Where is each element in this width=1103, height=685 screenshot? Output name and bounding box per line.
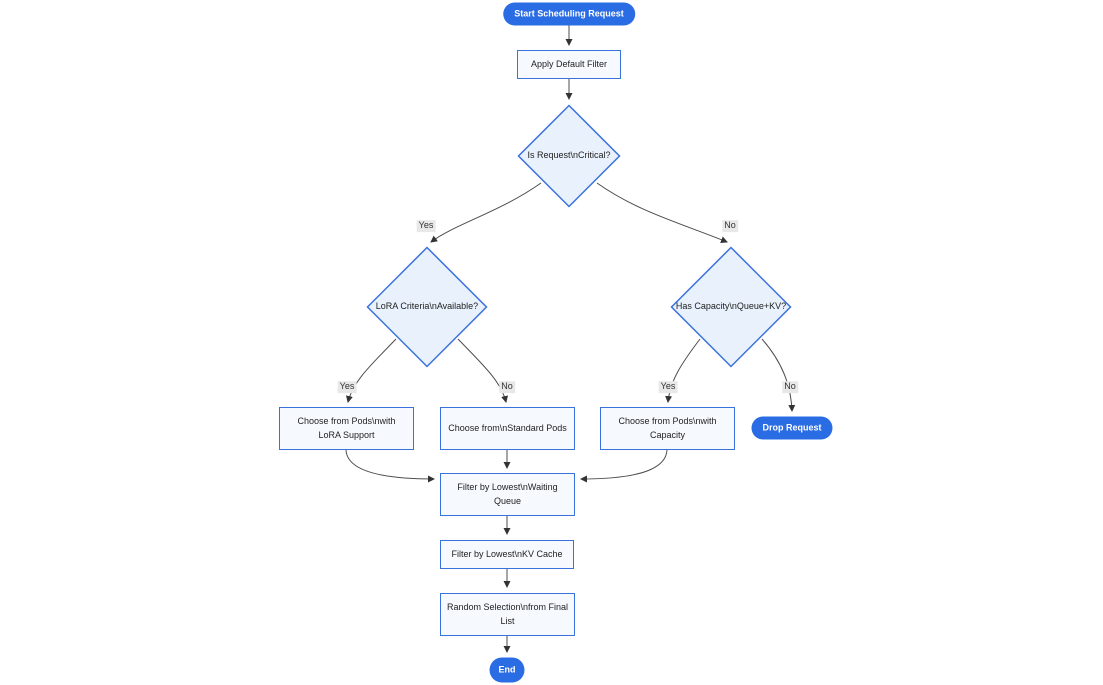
diamond-shape xyxy=(517,104,621,208)
node-is-request-critical: Is Request\nCritical? xyxy=(517,104,621,208)
diamond-shape xyxy=(366,246,488,368)
edge-podslora-to-filterwaiting xyxy=(345,449,435,483)
edge-lora-yes xyxy=(345,338,397,403)
edge-label-critical-no: No xyxy=(722,220,738,232)
node-filter-waiting-queue: Filter by Lowest\nWaiting Queue xyxy=(440,473,575,516)
node-lora-criteria: LoRA Criteria\nAvailable? xyxy=(366,246,488,368)
edge-label-lora-yes: Yes xyxy=(337,381,357,393)
edge-capacity-no xyxy=(761,338,796,412)
node-choose-standard-pods-label: Choose from\nStandard Pods xyxy=(448,422,567,433)
node-random-selection: Random Selection\nfrom Final List xyxy=(440,593,575,636)
node-end: End xyxy=(489,657,525,683)
node-filter-kv-cache-label: Filter by Lowest\nKV Cache xyxy=(451,548,563,559)
node-apply-default-filter-label: Apply Default Filter xyxy=(530,58,608,69)
edge-label-capacity-yes: Yes xyxy=(658,381,678,393)
node-drop-request: Drop Request xyxy=(751,416,833,440)
edge-critical-no xyxy=(596,182,728,243)
edge-lora-no xyxy=(457,338,509,403)
node-random-selection-label: Random Selection\nfrom Final List xyxy=(446,602,569,626)
node-lora-criteria-label: LoRA Criteria\nAvailable? xyxy=(375,301,479,312)
node-start: Start Scheduling Request xyxy=(503,2,635,26)
node-start-label: Start Scheduling Request xyxy=(514,8,624,19)
diamond-shape xyxy=(670,246,792,368)
edge-label-critical-yes: Yes xyxy=(416,220,436,232)
edge-critical-yes xyxy=(430,182,542,243)
edge-label-capacity-no: No xyxy=(782,381,798,393)
node-has-capacity-label: Has Capacity\nQueue+KV? xyxy=(675,301,787,312)
node-apply-default-filter: Apply Default Filter xyxy=(517,50,621,79)
node-has-capacity: Has Capacity\nQueue+KV? xyxy=(670,246,792,368)
node-choose-pods-capacity: Choose from Pods\nwith Capacity xyxy=(600,407,735,450)
node-choose-pods-capacity-label: Choose from Pods\nwith Capacity xyxy=(618,416,717,440)
node-filter-kv-cache: Filter by Lowest\nKV Cache xyxy=(440,540,574,569)
node-choose-standard-pods: Choose from\nStandard Pods xyxy=(440,407,575,450)
node-filter-waiting-queue-label: Filter by Lowest\nWaiting Queue xyxy=(457,482,558,506)
node-choose-pods-lora: Choose from Pods\nwith LoRA Support xyxy=(279,407,414,450)
node-end-label: End xyxy=(498,664,516,675)
edge-podscapacity-to-filterwaiting xyxy=(580,449,668,483)
node-choose-pods-lora-label: Choose from Pods\nwith LoRA Support xyxy=(297,416,396,440)
edge-capacity-yes xyxy=(665,338,701,403)
node-is-request-critical-label: Is Request\nCritical? xyxy=(527,150,611,161)
edge-label-lora-no: No xyxy=(499,381,515,393)
node-drop-request-label: Drop Request xyxy=(762,422,822,433)
